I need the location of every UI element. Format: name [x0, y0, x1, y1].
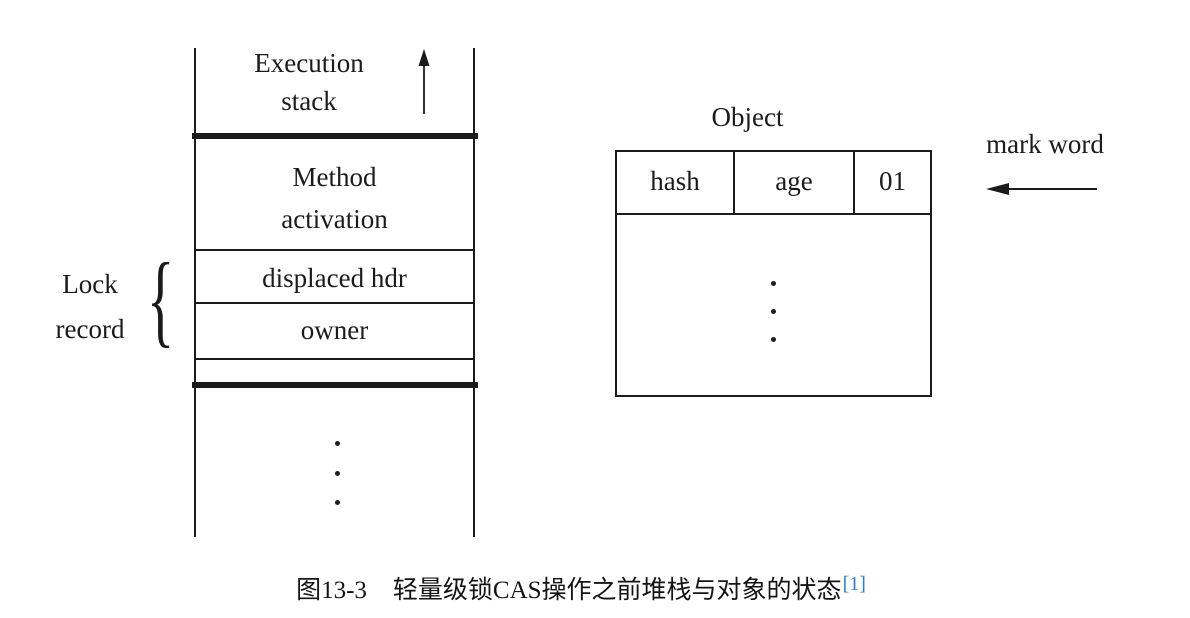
mark-word-cell-age: age — [735, 152, 855, 213]
object-ellipsis-dot — [771, 337, 776, 342]
stack-bottom-thick-divider — [192, 382, 478, 388]
figure-caption: 图13-3 轻量级锁CAS操作之前堆栈与对象的状态[1] — [0, 573, 1162, 607]
mark-word-label: mark word — [986, 129, 1104, 159]
owner-cell: owner — [300, 315, 369, 345]
object-ellipsis-dot — [771, 309, 776, 314]
object-box: hash age 01 — [615, 150, 932, 397]
execution-stack-title-line2: stack — [281, 86, 337, 116]
stack-ellipsis-dot — [335, 500, 340, 505]
execution-stack-title-line1: Execution — [254, 48, 364, 78]
stack-ellipsis-dot — [335, 441, 340, 446]
cell-divider — [196, 249, 473, 251]
footnote-ref-link[interactable]: [1] — [842, 573, 866, 595]
caption-text: 轻量级锁CAS操作之前堆栈与对象的状态 — [392, 577, 842, 604]
object-ellipsis-dot — [771, 281, 776, 286]
stack-rails — [194, 48, 475, 537]
caption-figure-number: 图13-3 — [296, 577, 367, 604]
mark-word-row: hash age 01 — [617, 152, 930, 215]
mark-word-cell-flag: 01 — [879, 166, 906, 196]
method-activation-line1: Method — [292, 162, 377, 192]
mark-word-left-arrow-icon — [986, 183, 1097, 195]
lock-record-brace: { — [146, 242, 175, 357]
cell-divider — [196, 302, 473, 304]
lock-record-label: Lock record — [40, 262, 140, 352]
stack-ellipsis-dot — [335, 471, 340, 476]
stack-top-thick-divider — [192, 133, 478, 139]
stack-growth-up-arrow-icon — [418, 49, 430, 114]
method-activation-line2: activation — [281, 204, 388, 234]
lock-record-label-line2: record — [55, 314, 125, 344]
lock-record-label-line1: Lock — [62, 269, 118, 299]
cell-divider — [196, 358, 473, 360]
object-title: Object — [711, 102, 784, 132]
mark-word-cell-hash: hash — [617, 152, 735, 213]
execution-stack-title: Execution stack — [204, 44, 414, 120]
method-activation-cell: Method activation — [196, 156, 473, 240]
displaced-hdr-cell: displaced hdr — [262, 263, 407, 293]
